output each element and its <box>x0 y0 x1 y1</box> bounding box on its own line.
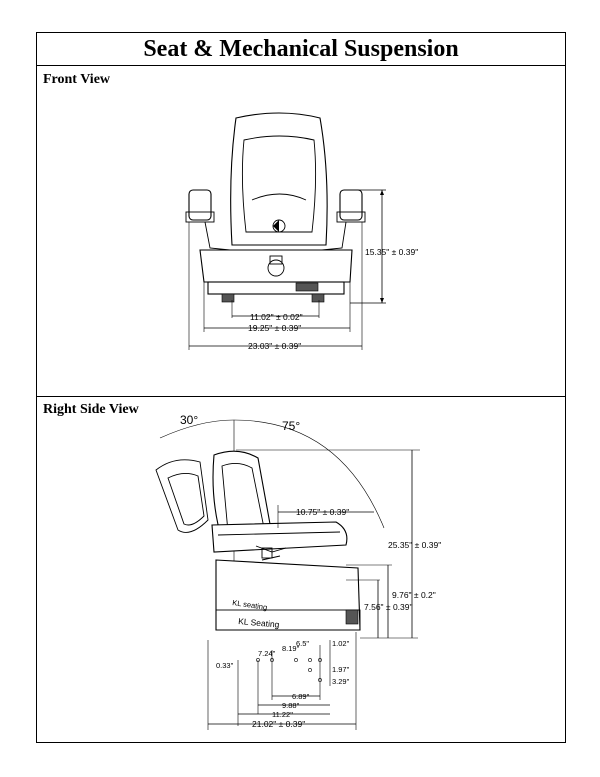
side-base-height-dim: 7.56" ± 0.39" <box>364 602 413 612</box>
side-total-height-dim: 25.35" ± 0.39" <box>388 540 441 550</box>
side-total-length-dim: 21.02" ± 0.39" <box>252 719 305 729</box>
mount-dim-4: 1.02" <box>332 639 350 648</box>
mount-dim-10: 11.22" <box>272 710 293 719</box>
side-depth-dim: 10.75" ± 0.39" <box>296 507 349 517</box>
mount-dim-2: 8.19" <box>282 644 300 653</box>
front-right-armrest <box>339 189 363 221</box>
mount-pattern <box>237 640 331 726</box>
section-divider <box>36 396 566 397</box>
mount-dim-8: 6.89" <box>292 692 310 701</box>
mount-dim-6: 1.97" <box>332 665 350 674</box>
front-left-armrest <box>188 189 212 221</box>
front-width-a-dim: 11.02" ± 0.02" <box>250 312 303 322</box>
forward-arc <box>233 419 385 529</box>
brand-lower: KL Seating <box>238 616 280 630</box>
outer-frame <box>36 32 566 743</box>
side-susp-height-dim: 9.76" ± 0.2" <box>392 590 436 600</box>
mount-dim-1: 7.24" <box>258 649 276 658</box>
recline-angle: 30° <box>180 413 198 427</box>
side-seat-cushion <box>211 521 348 553</box>
mount-dim-3: 6.5" <box>296 639 309 648</box>
mount-dim-7: 3.29" <box>332 677 350 686</box>
mount-dim-9: 9.88" <box>282 701 300 710</box>
front-width-c-dim: 23.03" ± 0.39" <box>248 341 301 351</box>
recline-arc <box>159 419 235 439</box>
front-height-dim: 15.35" ± 0.39" <box>365 247 418 257</box>
forward-angle: 75° <box>282 419 300 433</box>
side-view-label: Right Side View <box>43 402 139 417</box>
front-width-b-dim: 19.25" ± 0.39" <box>248 323 301 333</box>
front-view-label: Front View <box>43 72 111 87</box>
page-title: Seat & Mechanical Suspension <box>36 32 566 66</box>
mount-dim-5: 0.33" <box>216 661 234 670</box>
front-backrest <box>230 112 328 246</box>
